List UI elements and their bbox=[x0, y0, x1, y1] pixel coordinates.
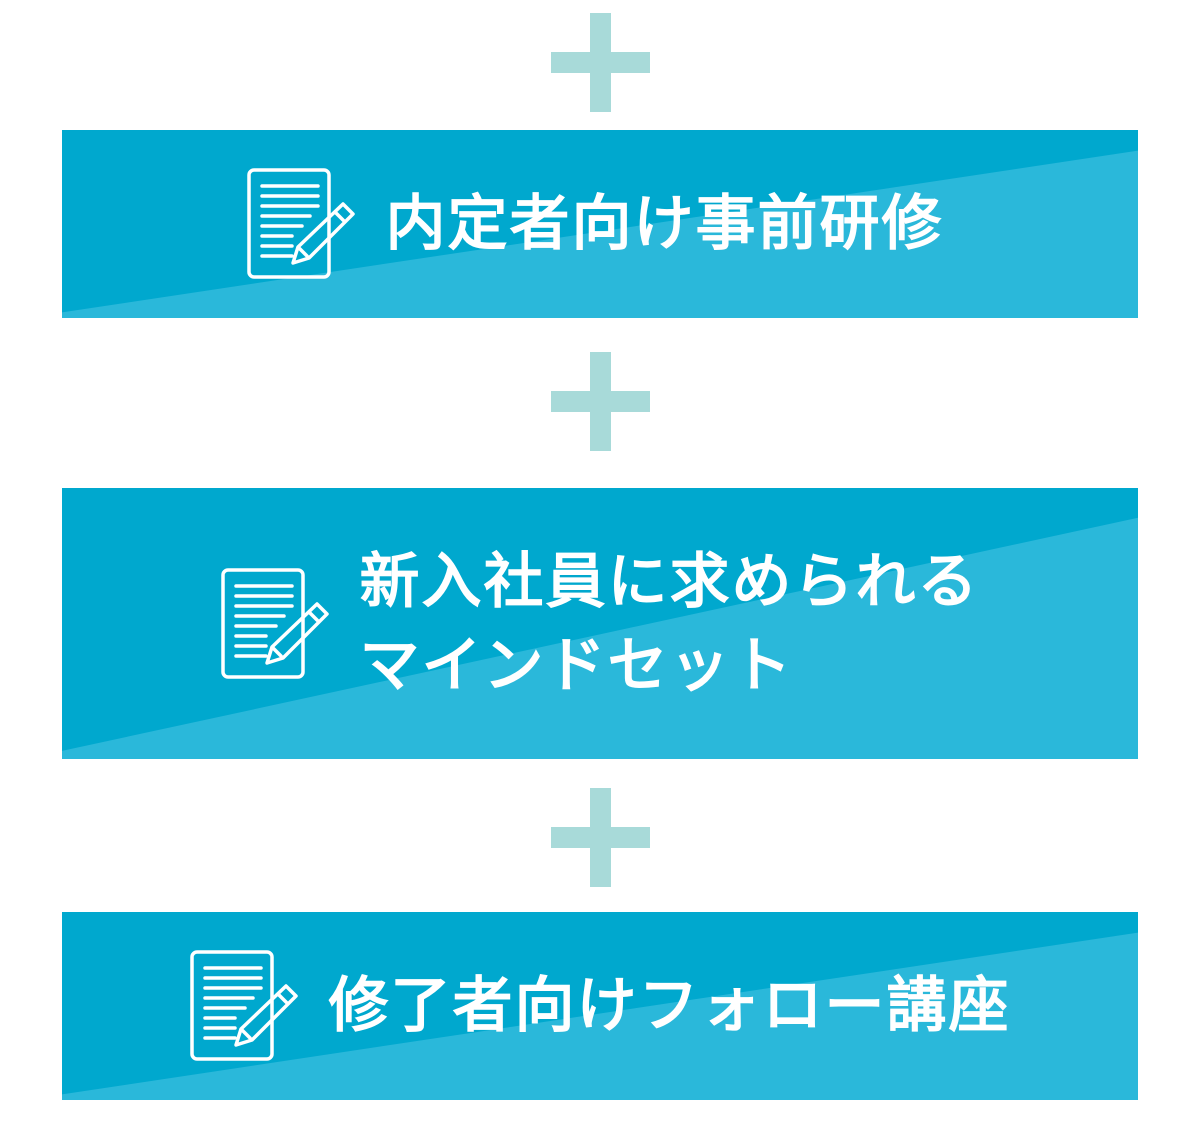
program-title: 内定者向け事前研修 bbox=[385, 189, 944, 259]
program-panel-3: 修了者向けフォロー講座 bbox=[62, 912, 1138, 1100]
program-panel-2: 新入社員に求められる マインドセット bbox=[62, 488, 1138, 759]
document-pencil-icon bbox=[246, 168, 355, 279]
document-pencil-icon bbox=[220, 567, 329, 679]
program-panel-1: 内定者向け事前研修 bbox=[62, 130, 1138, 318]
plus-icon bbox=[551, 352, 650, 451]
program-title: 修了者向けフォロー講座 bbox=[328, 971, 1011, 1041]
plus-icon bbox=[551, 788, 650, 887]
program-title: 新入社員に求められる マインドセット bbox=[359, 546, 980, 701]
plus-icon bbox=[551, 13, 650, 112]
document-pencil-icon bbox=[189, 950, 298, 1061]
